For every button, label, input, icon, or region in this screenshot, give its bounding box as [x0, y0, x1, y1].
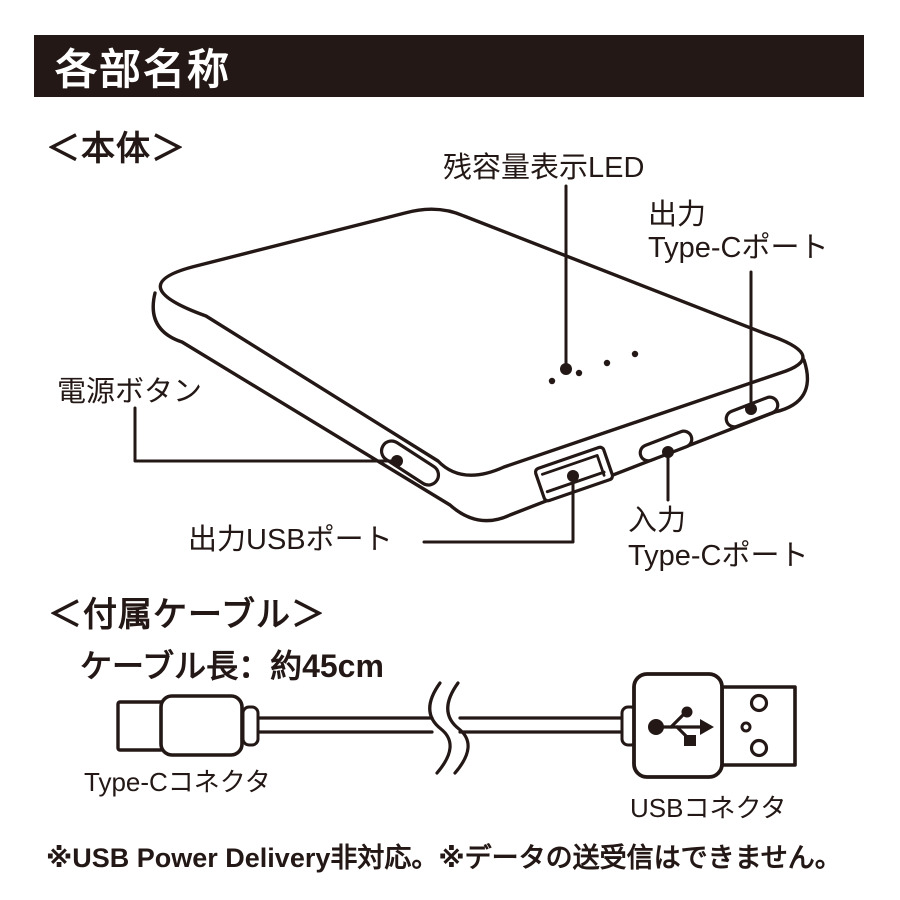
label-input-typec-line2: Type-Cポート: [628, 540, 809, 572]
section-header-bar: 各部名称: [34, 35, 864, 97]
typec-connector-shape: [116, 694, 260, 757]
cable-line: [253, 716, 629, 734]
label-usb-connector: USBコネクタ: [630, 793, 787, 823]
cable-length-text: ケーブル長：約45cm: [80, 648, 384, 684]
footnote-text: ※USB Power Delivery非対応。※データの送受信はできません。: [46, 843, 842, 873]
led-indicator-dots: [548, 350, 639, 385]
label-output-typec-port: 出力 Type-Cポート: [648, 199, 828, 265]
label-input-typec-line1: 入力: [628, 505, 687, 537]
power-bank-body: [151, 207, 810, 523]
label-output-typec-line2: Type-Cポート: [648, 232, 829, 264]
page-title: 各部名称: [55, 45, 232, 93]
power-button-shape: [379, 439, 441, 487]
label-typec-connector: Type-Cコネクタ: [84, 767, 271, 797]
label-power-button: 電源ボタン: [57, 376, 203, 408]
label-battery-led: 残容量表示LED: [443, 152, 645, 184]
leader-input-typec: [662, 446, 674, 502]
leader-output-usb: [422, 470, 579, 544]
usb-connector-shape: [620, 672, 797, 779]
heading-main-unit: ＜本体＞: [46, 130, 186, 168]
leader-led: [560, 184, 572, 375]
label-output-usb-port: 出力USBポート: [188, 524, 393, 556]
input-typec-port-shape: [638, 429, 694, 463]
cable-break-mark: [428, 681, 470, 775]
heading-accessory-cable: ＜付属ケーブル＞: [48, 596, 326, 634]
usb-logo-icon: [648, 706, 714, 746]
leader-power-button: [133, 406, 403, 467]
leader-lines: [133, 184, 757, 544]
label-output-typec-line1: 出力: [648, 199, 707, 231]
leader-output-typec: [745, 270, 757, 415]
typec-cable-illustration: [116, 672, 797, 779]
label-input-typec-port: 入力 Type-Cポート: [628, 504, 808, 574]
